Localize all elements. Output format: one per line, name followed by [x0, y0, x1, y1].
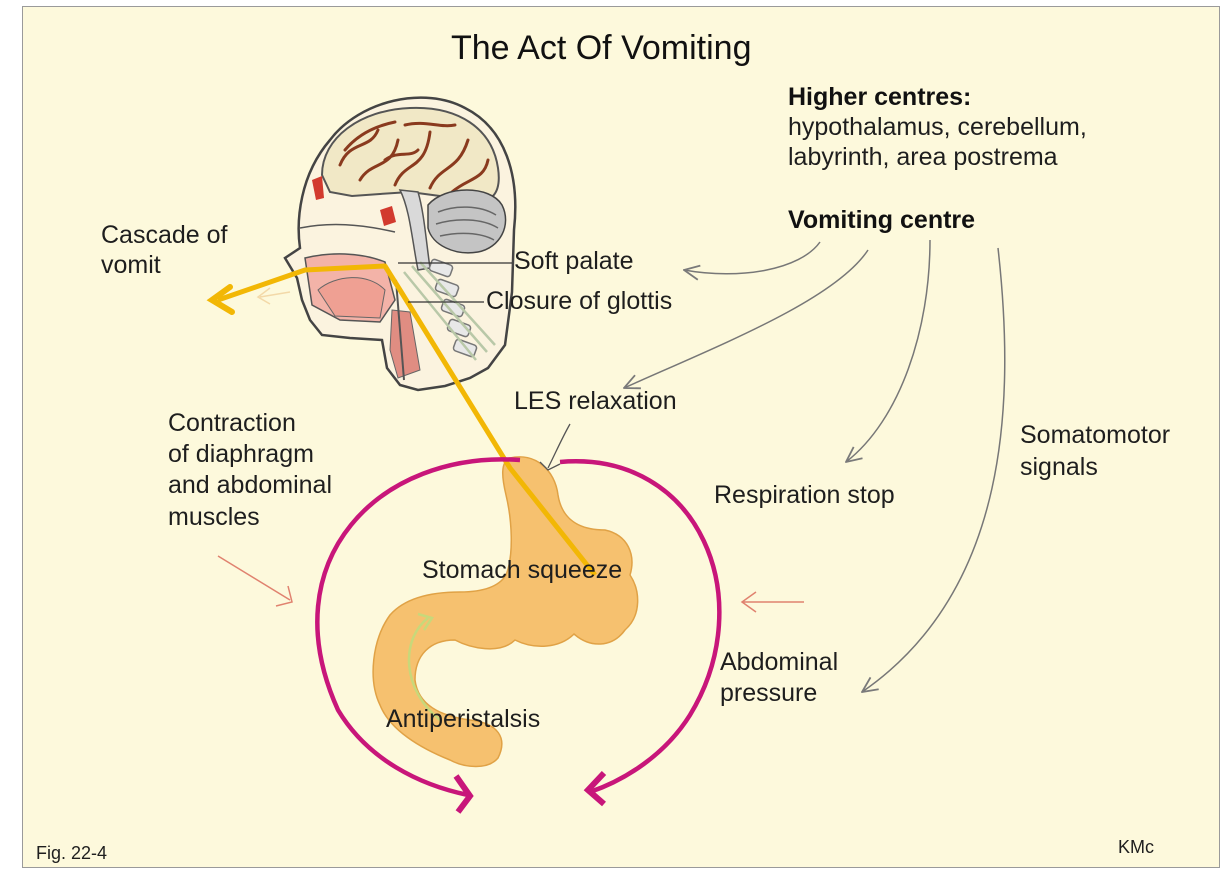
signal-arrow-soft-palate [684, 242, 820, 274]
cascade-label-line1: Cascade of [101, 220, 227, 250]
higher-centres-line1: hypothalamus, cerebellum, [788, 112, 1087, 142]
somatomotor-label-line2: signals [1020, 452, 1098, 482]
abdominal-pressure-label-line1: Abdominal [720, 647, 838, 677]
contraction-label-line3: and abdominal [168, 470, 332, 500]
les-relaxation-label: LES relaxation [514, 386, 677, 416]
somatomotor-label-line1: Somatomotor [1020, 420, 1170, 450]
higher-centres-line2: labyrinth, area postrema [788, 142, 1058, 172]
contraction-arrow [218, 556, 292, 606]
contraction-label-line1: Contraction [168, 408, 296, 438]
abdominal-pressure-label-line2: pressure [720, 678, 817, 708]
abdominal-pressure-arrow [742, 592, 804, 612]
author-initials: KMc [1118, 836, 1154, 858]
faint-arrow [258, 288, 290, 304]
cascade-label-line2: vomit [101, 250, 161, 280]
vomiting-centre-label: Vomiting centre [788, 205, 975, 235]
signal-arrow-les [624, 250, 868, 388]
head-illustration [285, 98, 515, 390]
figure-number: Fig. 22-4 [36, 842, 107, 864]
higher-centres-heading: Higher centres: [788, 82, 971, 112]
diagram-title: The Act Of Vomiting [451, 28, 751, 68]
soft-palate-label: Soft palate [514, 246, 634, 276]
signal-arrow-respiration [846, 240, 930, 462]
stomach-squeeze-label: Stomach squeeze [422, 555, 622, 585]
contraction-label-line4: muscles [168, 502, 260, 532]
signal-arrow-abdominal [862, 248, 1005, 692]
contraction-label-line2: of diaphragm [168, 439, 314, 469]
closure-glottis-label: Closure of glottis [486, 286, 672, 316]
respiration-stop-label: Respiration stop [714, 480, 895, 510]
antiperistalsis-label: Antiperistalsis [386, 704, 540, 734]
cerebellum [428, 190, 506, 253]
